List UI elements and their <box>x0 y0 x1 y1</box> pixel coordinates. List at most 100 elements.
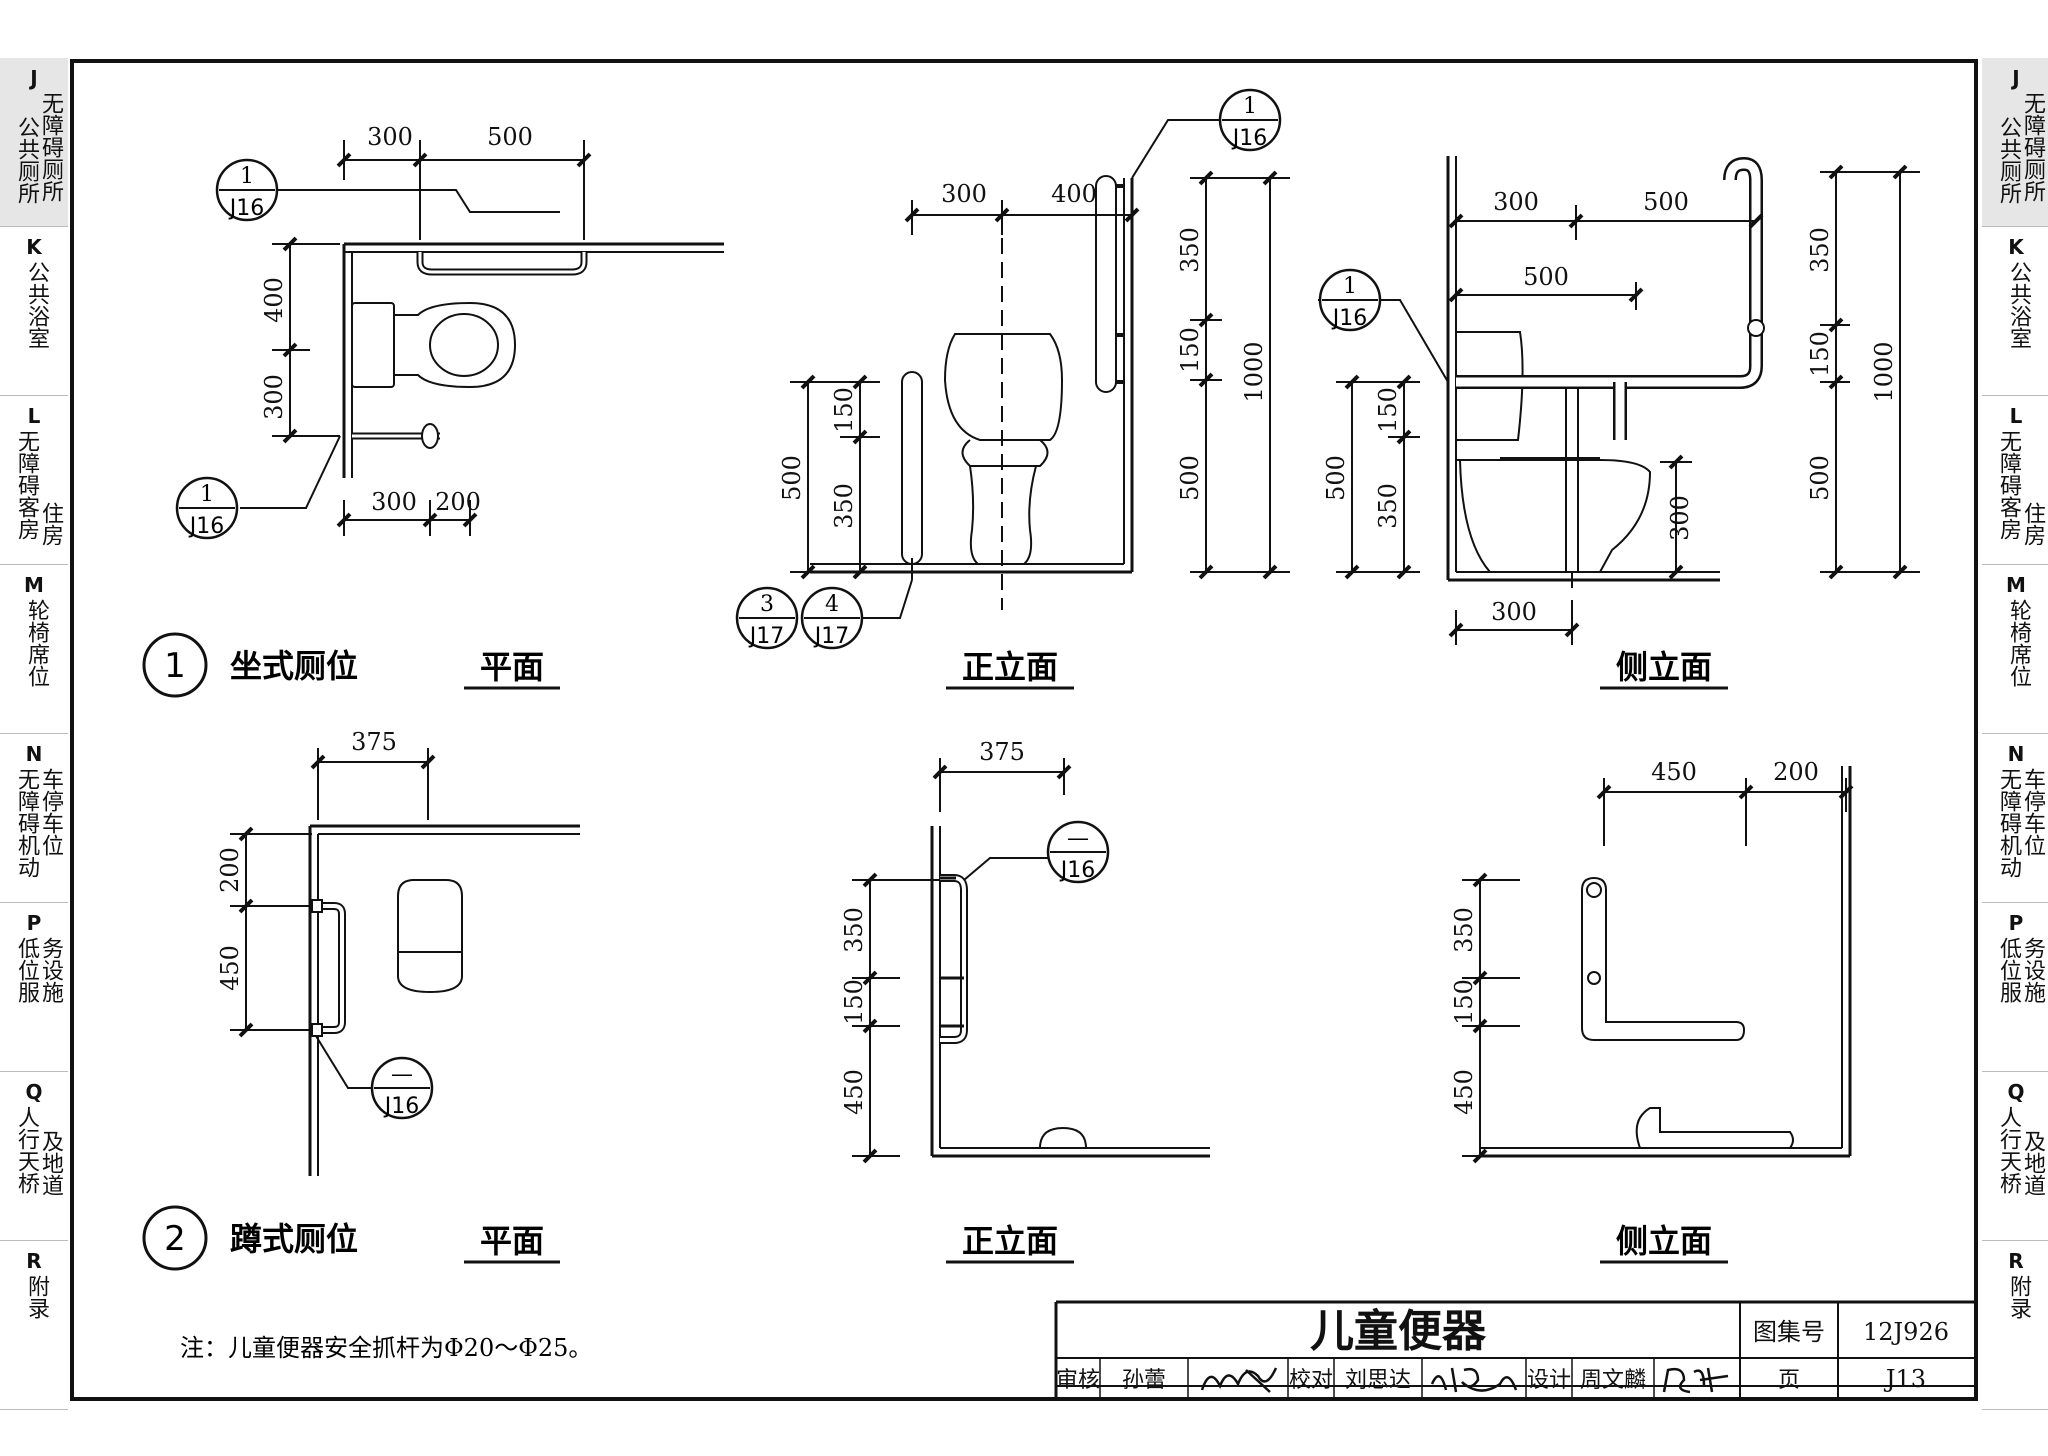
svg-text:12J926: 12J926 <box>1863 1318 1949 1346</box>
section-1-heading: 1 坐式厕位 <box>142 632 358 698</box>
index-tab-label-line1: 低位服 <box>14 937 39 1003</box>
index-tab-label-line2: 住房 <box>2020 502 2045 546</box>
svg-text:1000: 1000 <box>1870 341 1898 402</box>
index-tab-letter: L <box>2009 404 2023 428</box>
svg-text:300: 300 <box>941 180 987 208</box>
squat-front <box>852 758 1210 1164</box>
svg-text:1: 1 <box>164 646 186 686</box>
svg-text:500: 500 <box>487 123 533 151</box>
index-tab-label-line1: 无障碍机动 <box>1996 768 2021 878</box>
dimension-labels: 300 500 400 300 300 200 300 400 500 150 … <box>216 123 1898 1115</box>
svg-text:150: 150 <box>1450 979 1478 1025</box>
svg-text:300: 300 <box>1493 188 1539 216</box>
ref-circle-plan2: — J16 <box>370 1056 434 1120</box>
svg-text:500: 500 <box>1523 263 1569 291</box>
svg-text:350: 350 <box>1176 227 1204 273</box>
svg-text:—: — <box>1067 826 1089 851</box>
svg-text:375: 375 <box>979 738 1025 766</box>
index-tab-letter: J <box>30 66 38 90</box>
svg-text:J16: J16 <box>188 514 224 539</box>
ref-circle-front1: 1 J16 <box>1218 88 1282 152</box>
svg-text:150: 150 <box>1374 387 1402 433</box>
index-tab-letter: P <box>2008 911 2024 935</box>
index-tab-letter: R <box>2008 1249 2024 1273</box>
seated-side <box>1318 156 1920 645</box>
index-tab-label-line1: 无障碍机动 <box>14 768 39 878</box>
svg-text:审核: 审核 <box>1056 1368 1100 1393</box>
svg-text:150: 150 <box>1806 331 1834 377</box>
index-tab-letter: K <box>2008 235 2024 259</box>
svg-text:300: 300 <box>371 488 417 516</box>
svg-text:350: 350 <box>840 907 868 953</box>
svg-text:500: 500 <box>1322 455 1350 501</box>
index-tab-letter: N <box>2007 742 2025 766</box>
svg-text:300: 300 <box>1666 495 1694 541</box>
svg-text:500: 500 <box>1176 455 1204 501</box>
signature-checker <box>1430 1367 1518 1393</box>
index-tab-letter: M <box>24 573 44 597</box>
index-tab-label: 附录 <box>24 1275 49 1319</box>
svg-text:500: 500 <box>1806 455 1834 501</box>
svg-text:周文麟: 周文麟 <box>1580 1368 1646 1393</box>
sheet-border <box>70 59 1978 1401</box>
svg-text:—: — <box>391 1062 413 1087</box>
index-tab-letter: L <box>27 404 41 428</box>
svg-text:450: 450 <box>840 1069 868 1115</box>
index-tab-label-line1: 公共厕所 <box>14 116 39 204</box>
ref-circle-plan1-top: 1 J16 <box>215 158 279 222</box>
index-tab-label-line2: 务设施 <box>38 937 63 1003</box>
svg-text:1: 1 <box>1243 94 1257 119</box>
signature-designer <box>1662 1367 1729 1394</box>
ref-circle-front2: — J16 <box>1046 820 1110 884</box>
svg-text:450: 450 <box>216 945 244 991</box>
index-tab-label-line2: 车停车位 <box>38 768 63 856</box>
index-tab-letter: Q <box>25 1080 43 1104</box>
index-tab-label-line2: 无障碍厕所 <box>2020 92 2045 202</box>
svg-text:平面: 平面 <box>480 648 544 686</box>
svg-text:450: 450 <box>1450 1069 1478 1115</box>
svg-text:500: 500 <box>778 455 806 501</box>
svg-text:蹲式厕位: 蹲式厕位 <box>230 1220 358 1258</box>
index-tab-label-line1: 低位服 <box>1996 937 2021 1003</box>
index-tab-label-line2: 住房 <box>38 502 63 546</box>
svg-text:J16: J16 <box>1231 126 1267 151</box>
svg-text:150: 150 <box>1176 327 1204 373</box>
index-tab-label-line1: 无障碍客房 <box>1996 430 2021 540</box>
index-tab-letter: J <box>2012 66 2020 90</box>
index-tab-letter: Q <box>2007 1080 2025 1104</box>
svg-text:侧立面: 侧立面 <box>1616 648 1712 686</box>
index-tab-label-line2: 车停车位 <box>2020 768 2045 856</box>
ref-circle-plan1-side: 1 J16 <box>175 476 239 540</box>
index-tab-letter: N <box>25 742 43 766</box>
title-block-text: 儿童便器 图集号 12J926 页 J13 审核 孙蕾 校对 刘思达 设计 周文… <box>1056 1306 1949 1393</box>
svg-text:孙蕾: 孙蕾 <box>1122 1368 1166 1393</box>
svg-text:500: 500 <box>1643 188 1689 216</box>
index-tab-label-line2: 及地道 <box>2020 1130 2045 1196</box>
svg-text:350: 350 <box>830 483 858 529</box>
svg-text:375: 375 <box>351 728 397 756</box>
svg-text:页: 页 <box>1778 1368 1800 1393</box>
svg-text:350: 350 <box>1806 227 1834 273</box>
seated-front <box>790 119 1290 619</box>
svg-text:200: 200 <box>216 847 244 893</box>
ref-circle-front1-j17-a: 3 J17 <box>735 586 799 650</box>
signature-reviewer <box>1200 1367 1278 1393</box>
svg-text:侧立面: 侧立面 <box>1616 1222 1712 1260</box>
